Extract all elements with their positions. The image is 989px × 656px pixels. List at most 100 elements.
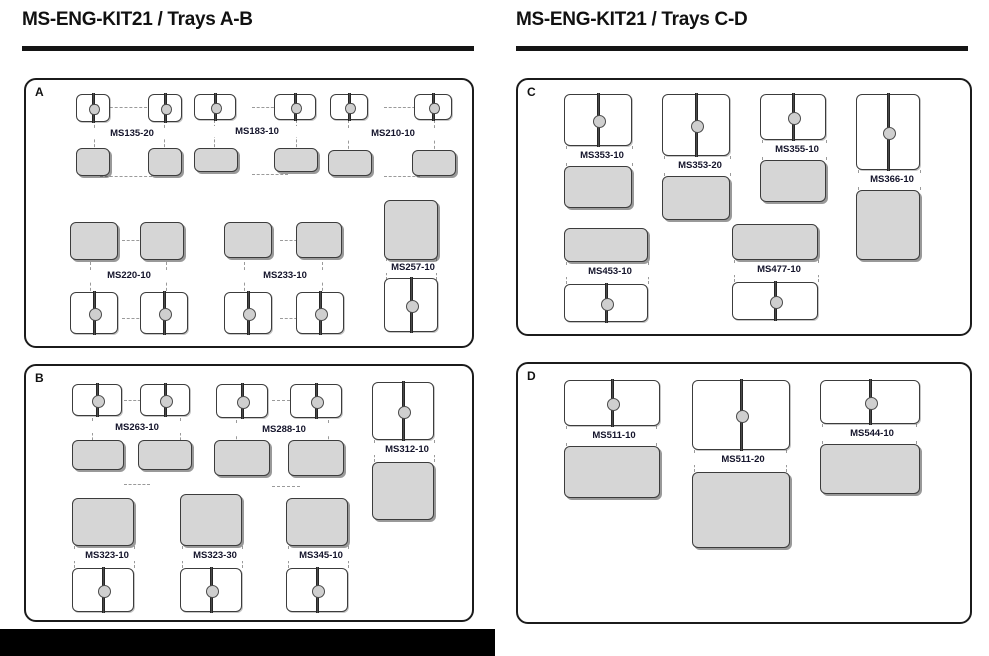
part-slot[interactable] bbox=[76, 93, 110, 123]
tray-a[interactable]: A MS135-20 bbox=[24, 78, 474, 348]
blank-slot[interactable] bbox=[180, 494, 242, 546]
tray-b[interactable]: B MS263-10 bbox=[24, 364, 474, 622]
group-ms220-10[interactable]: MS220-10 bbox=[68, 222, 190, 335]
valve-icon bbox=[149, 93, 181, 123]
group-ms353-20[interactable]: MS353-20 bbox=[658, 93, 742, 220]
group-ms511-10[interactable]: MS511-10 bbox=[562, 379, 666, 504]
blank-slot[interactable] bbox=[138, 440, 192, 470]
part-slot[interactable] bbox=[564, 379, 660, 427]
blank-slot[interactable] bbox=[662, 176, 730, 220]
group-label: MS544-10 bbox=[818, 428, 926, 439]
part-slot[interactable] bbox=[564, 283, 648, 323]
blank-slot[interactable] bbox=[564, 166, 632, 208]
tray-c-letter: C bbox=[527, 85, 536, 99]
part-slot[interactable] bbox=[732, 281, 818, 321]
connector-bottom bbox=[252, 174, 288, 175]
group-label: MS453-10 bbox=[562, 266, 658, 277]
valve-icon bbox=[195, 93, 235, 121]
part-slot[interactable] bbox=[140, 383, 190, 417]
part-slot[interactable] bbox=[820, 379, 920, 425]
blank-slot[interactable] bbox=[732, 224, 818, 260]
valve-icon bbox=[71, 291, 117, 335]
blank-slot[interactable] bbox=[76, 148, 110, 176]
blank-slot[interactable] bbox=[296, 222, 342, 258]
group-ms183-10[interactable]: MS183-10 bbox=[190, 93, 324, 179]
blank-slot[interactable] bbox=[224, 222, 272, 258]
part-slot[interactable] bbox=[224, 291, 272, 335]
part-slot[interactable] bbox=[72, 567, 134, 613]
valve-icon bbox=[373, 381, 433, 441]
part-slot[interactable] bbox=[856, 93, 920, 171]
part-slot[interactable] bbox=[194, 93, 236, 121]
blank-slot[interactable] bbox=[214, 440, 270, 476]
blank-slot[interactable] bbox=[372, 462, 434, 520]
connector-right bbox=[328, 420, 329, 450]
blank-slot[interactable] bbox=[856, 190, 920, 260]
group-ms477-10[interactable]: MS477-10 bbox=[730, 224, 828, 321]
part-slot[interactable] bbox=[296, 291, 344, 335]
part-slot[interactable] bbox=[72, 383, 122, 417]
part-slot[interactable] bbox=[148, 93, 182, 123]
connector-top bbox=[124, 400, 150, 401]
blank-slot[interactable] bbox=[148, 148, 182, 176]
blank-slot[interactable] bbox=[140, 222, 184, 260]
connector-top bbox=[122, 240, 144, 241]
part-slot[interactable] bbox=[692, 379, 790, 451]
blank-slot[interactable] bbox=[72, 498, 134, 546]
group-ms263-10[interactable]: MS263-10 bbox=[70, 383, 204, 494]
part-slot[interactable] bbox=[180, 567, 242, 613]
connector-top bbox=[100, 107, 152, 108]
part-slot[interactable] bbox=[286, 567, 348, 613]
group-ms355-10[interactable]: MS355-10 bbox=[754, 93, 840, 202]
part-slot[interactable] bbox=[274, 93, 316, 121]
part-slot[interactable] bbox=[70, 291, 118, 335]
group-ms544-10[interactable]: MS544-10 bbox=[818, 379, 926, 500]
group-ms353-10[interactable]: MS353-10 bbox=[560, 93, 644, 208]
tray-d[interactable]: D MS511-10 MS511-20 bbox=[516, 362, 972, 624]
tray-c[interactable]: C MS353-10 MS353-20 bbox=[516, 78, 972, 336]
connector-right bbox=[180, 418, 181, 450]
blank-slot[interactable] bbox=[72, 440, 124, 470]
group-label: MS312-10 bbox=[368, 444, 446, 455]
group-ms210-10[interactable]: MS210-10 bbox=[326, 93, 460, 179]
blank-slot[interactable] bbox=[194, 148, 238, 172]
valve-icon bbox=[565, 93, 631, 147]
group-ms453-10[interactable]: MS453-10 bbox=[562, 228, 658, 323]
part-slot[interactable] bbox=[372, 381, 434, 441]
valve-icon bbox=[217, 383, 267, 419]
blank-slot[interactable] bbox=[286, 498, 348, 546]
tray-a-letter: A bbox=[35, 85, 44, 99]
part-slot[interactable] bbox=[330, 93, 368, 121]
group-ms312-10[interactable]: MS312-10 bbox=[368, 381, 446, 524]
part-slot[interactable] bbox=[140, 291, 188, 335]
group-ms366-10[interactable]: MS366-10 bbox=[850, 93, 934, 260]
group-ms345-10[interactable]: MS345-10 bbox=[282, 498, 360, 613]
blank-slot[interactable] bbox=[384, 200, 438, 260]
group-ms323-10[interactable]: MS323-10 bbox=[68, 498, 146, 613]
group-ms323-30[interactable]: MS323-30 bbox=[176, 494, 254, 613]
blank-slot[interactable] bbox=[564, 446, 660, 498]
blank-slot[interactable] bbox=[412, 150, 456, 176]
blank-slot[interactable] bbox=[820, 444, 920, 494]
blank-slot[interactable] bbox=[70, 222, 118, 260]
part-slot[interactable] bbox=[760, 93, 826, 141]
part-slot[interactable] bbox=[564, 93, 632, 147]
blank-slot[interactable] bbox=[288, 440, 344, 476]
group-ms511-20[interactable]: MS511-20 bbox=[690, 379, 796, 556]
blank-slot[interactable] bbox=[274, 148, 318, 172]
group-ms233-10[interactable]: MS233-10 bbox=[222, 222, 348, 335]
group-ms257-10[interactable]: MS257-10 bbox=[380, 200, 446, 335]
connector-bottom bbox=[100, 176, 152, 177]
part-slot[interactable] bbox=[290, 383, 342, 419]
part-slot[interactable] bbox=[662, 93, 730, 157]
blank-slot[interactable] bbox=[328, 150, 372, 176]
blank-slot[interactable] bbox=[692, 472, 790, 548]
valve-icon bbox=[415, 93, 451, 121]
group-ms288-10[interactable]: MS288-10 bbox=[214, 383, 354, 496]
part-slot[interactable] bbox=[414, 93, 452, 121]
blank-slot[interactable] bbox=[760, 160, 826, 202]
group-ms135-20[interactable]: MS135-20 bbox=[70, 93, 194, 179]
part-slot[interactable] bbox=[216, 383, 268, 419]
part-slot[interactable] bbox=[384, 277, 438, 333]
blank-slot[interactable] bbox=[564, 228, 648, 262]
